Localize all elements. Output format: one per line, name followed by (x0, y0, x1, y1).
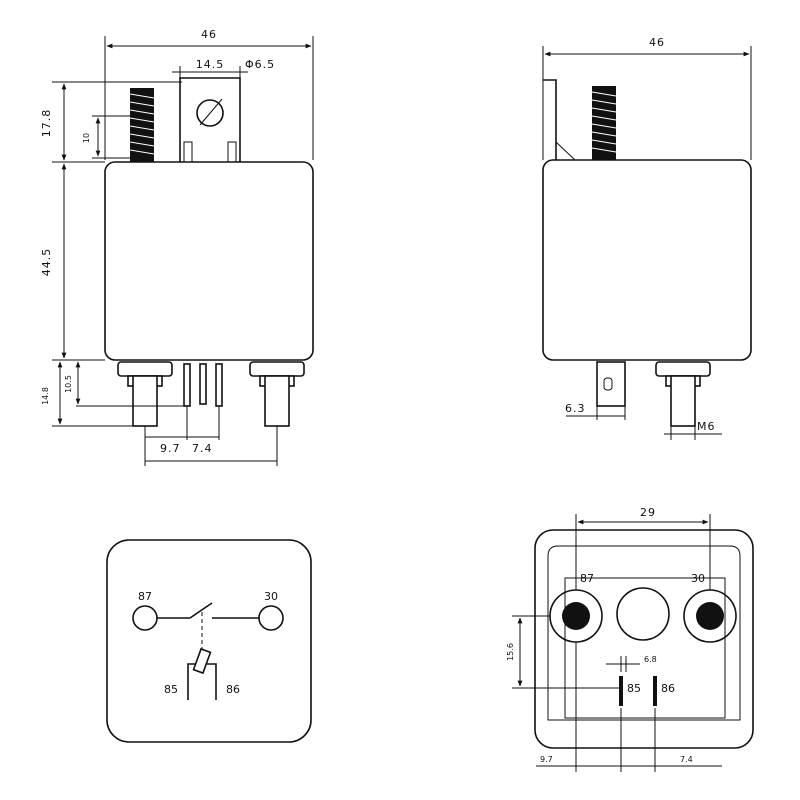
schematic-label-87: 87 (138, 590, 152, 603)
dim-pitch-b-bottom: 7.4 (680, 755, 693, 764)
stud-87-core (562, 602, 590, 630)
mounting-hole (196, 99, 224, 127)
relay-body-side (542, 159, 752, 361)
dim-tab-width-side: 6.3 (565, 402, 586, 415)
dim-hole-diameter: Φ6.5 (245, 58, 275, 71)
dim-stud-spacing: 29 (640, 506, 656, 519)
dim-width-front: 46 (201, 28, 217, 41)
bottom-view: 87 30 85 86 29 15.6 6.8 9.7 7.4 (506, 506, 754, 772)
dim-height-offset: 15.6 (506, 643, 515, 661)
front-view: 46 14.5 Φ6.5 17.8 10 44.5 14.8 10.5 (40, 28, 314, 466)
dim-top-height: 17.8 (40, 109, 53, 138)
side-view: 46 6.3 M6 (542, 36, 752, 440)
dim-width-side: 46 (649, 36, 665, 49)
dim-tab-spacing: 14.5 (196, 58, 225, 71)
bottom-label-86: 86 (661, 682, 675, 695)
stud-30-core (696, 602, 724, 630)
pin-30-front (264, 375, 290, 427)
mounting-tab (179, 77, 241, 162)
mounting-tab-side (543, 79, 557, 160)
dim-pin-height: 14.8 (41, 387, 50, 405)
dim-pitch-a-bottom: 9.7 (540, 755, 553, 764)
pin-85-front (183, 363, 191, 407)
dim-thread-height: 10 (82, 133, 91, 143)
bottom-label-30: 30 (691, 572, 705, 585)
dim-coil-pin-gap: 6.8 (644, 655, 657, 664)
pin-86-front (215, 363, 223, 407)
bottom-outline (534, 529, 754, 749)
dim-pin-short-height: 10.5 (64, 375, 73, 393)
threaded-stud (130, 88, 154, 162)
dim-stud-thread: M6 (697, 420, 716, 433)
schematic-view: 87 30 85 86 (106, 539, 312, 743)
bottom-label-85: 85 (627, 682, 641, 695)
threaded-stud-side (592, 86, 616, 160)
relay-body-front (104, 161, 314, 361)
pin-86-bottom (653, 676, 657, 706)
bottom-label-87: 87 (580, 572, 594, 585)
stud-pin-side (670, 375, 696, 427)
spade-pin-side (596, 361, 626, 407)
schematic-outline (106, 539, 312, 743)
center-boss (616, 587, 670, 641)
schematic-label-85: 85 (164, 683, 178, 696)
dim-pitch-b-front: 7.4 (192, 442, 213, 455)
schematic-label-30: 30 (264, 590, 278, 603)
dim-body-height: 44.5 (40, 248, 53, 277)
pin-87-front (132, 375, 158, 427)
dim-pitch-a-front: 9.7 (160, 442, 181, 455)
schematic-label-86: 86 (226, 683, 240, 696)
pin-85-bottom (619, 676, 623, 706)
